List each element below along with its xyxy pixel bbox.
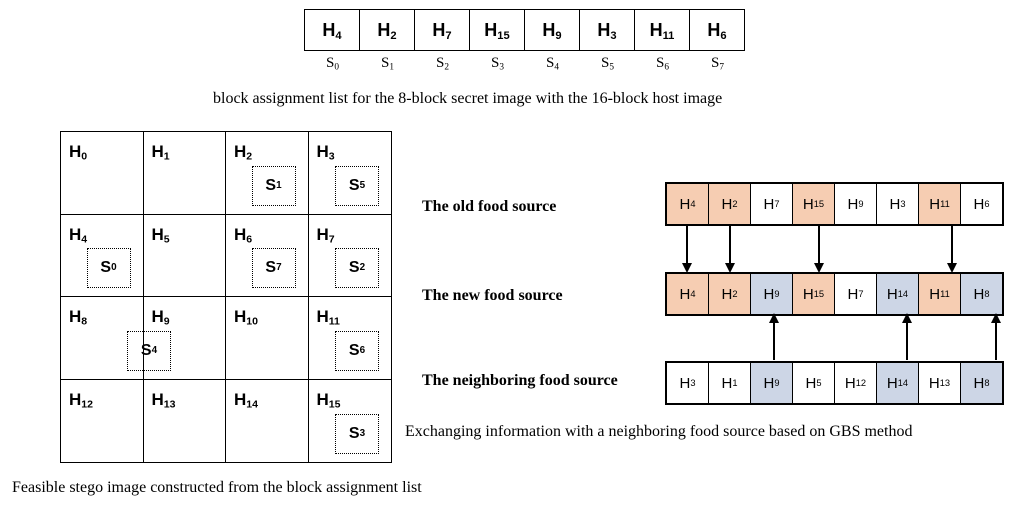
host-block-cell: H13	[144, 379, 226, 462]
assignment-cell: H2	[360, 10, 415, 50]
host-block-label: H11	[316, 307, 340, 328]
host-block-cell: H0	[61, 132, 144, 215]
host-block-cell: H5	[143, 214, 226, 297]
new-food-source-label: The new food source	[422, 287, 563, 304]
host-block-label: H10	[234, 307, 258, 328]
neighboring-food-source-label: The neighboring food source	[422, 372, 618, 389]
assignment-list-caption: block assignment list for the 8-block se…	[213, 90, 723, 107]
host-block-cell: H10	[226, 297, 309, 380]
assignment-cell: H7	[415, 10, 470, 50]
secret-block-labels: S0 S1 S2 S3 S4 S5 S6 S7	[305, 55, 745, 72]
host-block-label: H12	[69, 389, 93, 411]
host-block-cell: H8	[61, 297, 144, 380]
assignment-cell: H15	[470, 10, 525, 50]
host-block-label: H15	[316, 389, 341, 411]
stego-image-caption: Feasible stego image constructed from th…	[12, 479, 422, 496]
host-block-label: H14	[234, 389, 258, 411]
host-block-label: H8	[69, 307, 88, 328]
gbs-exchange-caption: Exchanging information with a neighborin…	[405, 423, 913, 440]
host-block-cell: H14	[226, 379, 309, 462]
host-block-label: H3	[316, 142, 335, 163]
host-block-label: H5	[151, 224, 170, 246]
assignment-cell: H6	[707, 19, 727, 42]
host-block-label: H2	[234, 142, 253, 163]
host-block-label: H6	[234, 224, 253, 246]
old-food-source-label: The old food source	[422, 198, 557, 215]
secret-block-label: S7	[711, 55, 724, 73]
host-block-label: H7	[316, 224, 335, 246]
assignment-cell: H11	[635, 10, 690, 50]
host-block-label: H0	[69, 142, 88, 163]
secret-block-label: S6	[656, 55, 669, 73]
secret-block-label: S1	[381, 55, 394, 73]
assignment-cell: H4	[305, 10, 360, 50]
secret-block-label: S0	[326, 55, 339, 73]
secret-block-label: S4	[546, 55, 559, 73]
host-block-cell: H12	[61, 379, 144, 462]
host-block-label: H4	[69, 224, 88, 246]
host-block-label: H1	[151, 142, 170, 163]
host-block-label: H9	[151, 307, 170, 328]
assignment-cell: H9	[525, 10, 580, 50]
secret-block-label: S5	[601, 55, 614, 73]
assignment-cell: H3	[580, 10, 635, 50]
secret-block-label: S3	[491, 55, 504, 73]
host-block-cell: H1	[143, 132, 226, 215]
host-block-label: H13	[151, 389, 176, 411]
secret-block-label: S2	[436, 55, 449, 73]
